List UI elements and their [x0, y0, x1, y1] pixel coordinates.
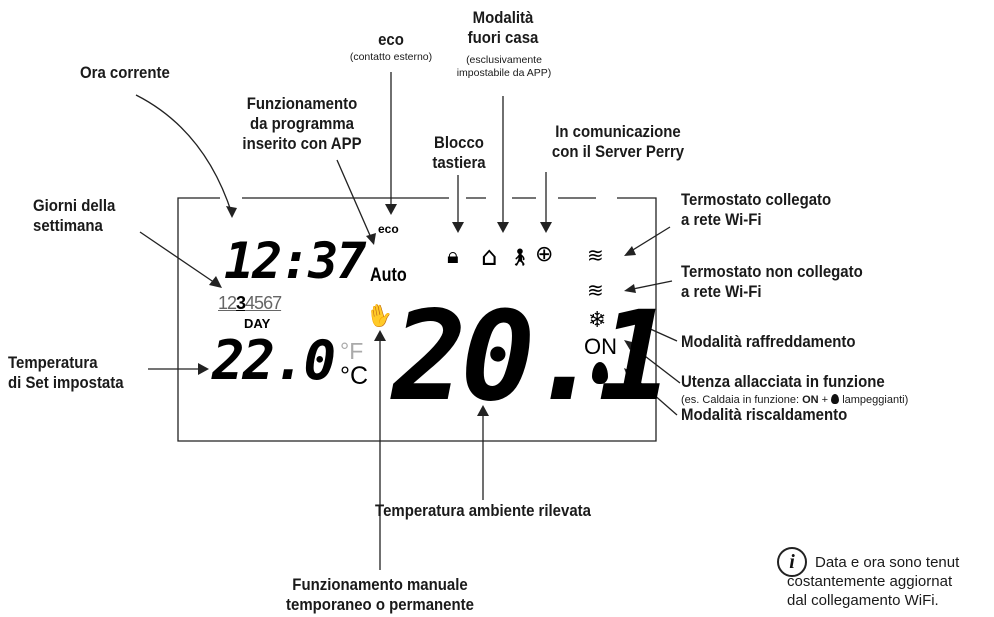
label-set-2: di Set impostata: [8, 373, 124, 392]
wifi-disconnected-icon: ≋: [587, 278, 604, 302]
label-fuori-sub-2: impostabile da APP): [456, 67, 552, 79]
day-label: DAY: [244, 316, 271, 331]
weekday-post: 4567: [245, 293, 282, 313]
set-temperature-display: 22.0: [212, 329, 336, 392]
label-giorni-2: settimana: [33, 216, 103, 235]
info-icon: i: [777, 547, 807, 577]
walking-person-icon: 🚶︎: [509, 248, 531, 268]
label-wifi-off-2: a rete Wi-Fi: [681, 282, 762, 301]
eco-icon: eco: [378, 222, 399, 236]
label-riscaldamento: Modalità riscaldamento: [681, 405, 848, 424]
flame-small-icon: [831, 394, 840, 404]
label-ora-corrente: Ora corrente: [80, 63, 170, 82]
info-note-line-1: Data e ora sono tenut: [815, 554, 960, 571]
label-funz-prog-3: inserito con APP: [242, 134, 362, 153]
label-set-1: Temperatura: [8, 353, 98, 372]
globe-icon: ⊕: [535, 242, 554, 267]
label-manuale-2: temporaneo o permanente: [286, 595, 474, 614]
snowflake-icon: ❄: [588, 308, 607, 333]
label-eco: eco: [378, 30, 404, 49]
weekday-pre: 12: [218, 293, 237, 313]
info-note: Data e ora sono tenut costantemente aggi…: [777, 553, 994, 610]
label-utenza: Utenza allacciata in funzione: [681, 372, 885, 391]
weekday-active: 3: [236, 293, 246, 313]
room-temperature-display: 20.1: [392, 285, 673, 429]
label-ambiente: Temperatura ambiente rilevata: [375, 501, 591, 520]
info-note-line-2: costantemente aggiornat: [787, 573, 953, 590]
label-utenza-sub: (es. Caldaia in funzione: ON + lampeggia…: [681, 394, 908, 406]
info-note-line-3: dal collegamento WiFi.: [787, 592, 939, 609]
lock-icon: 🔒︎: [447, 244, 459, 269]
label-funz-prog-2: da programma: [250, 114, 354, 133]
utenza-sub-post: lampeggianti): [842, 394, 909, 406]
label-comunic-1: In comunicazione: [555, 122, 681, 141]
utenza-sub-on: ON: [802, 394, 819, 406]
label-wifi-on-1: Termostato collegato: [681, 190, 832, 209]
label-comunic-2: con il Server Perry: [551, 142, 685, 161]
label-wifi-off-1: Termostato non collegato: [681, 262, 863, 281]
label-eco-sub: (contatto esterno): [349, 51, 433, 63]
label-fuori-2: fuori casa: [467, 28, 539, 47]
flame-icon: [592, 362, 608, 384]
label-manuale-1: Funzionamento manuale: [292, 575, 468, 594]
label-blocco-1: Blocco: [434, 133, 484, 152]
house-away-icon: ⌂: [481, 242, 498, 272]
label-fuori-sub-1: (esclusivamente: [466, 54, 542, 66]
label-funz-prog-1: Funzionamento: [246, 94, 358, 113]
auto-label: Auto: [370, 265, 407, 286]
fahrenheit-unit: °F: [340, 338, 364, 364]
label-blocco-2: tastiera: [432, 153, 486, 172]
wifi-connected-icon: ≋: [587, 243, 604, 267]
weekday-row: 1234567: [218, 293, 282, 313]
on-indicator: ON: [584, 334, 617, 359]
utenza-sub-plus: +: [821, 394, 829, 406]
label-fuori-1: Modalità: [472, 8, 534, 27]
celsius-unit: °C: [340, 362, 369, 390]
utenza-sub-pre: (es. Caldaia in funzione:: [681, 394, 800, 406]
label-raffreddamento: Modalità raffreddamento: [681, 332, 856, 351]
lcd-frame-left: [177, 197, 657, 442]
label-giorni-1: Giorni della: [33, 196, 116, 215]
clock-display: 12:37: [224, 232, 367, 290]
label-wifi-on-2: a rete Wi-Fi: [681, 210, 762, 229]
